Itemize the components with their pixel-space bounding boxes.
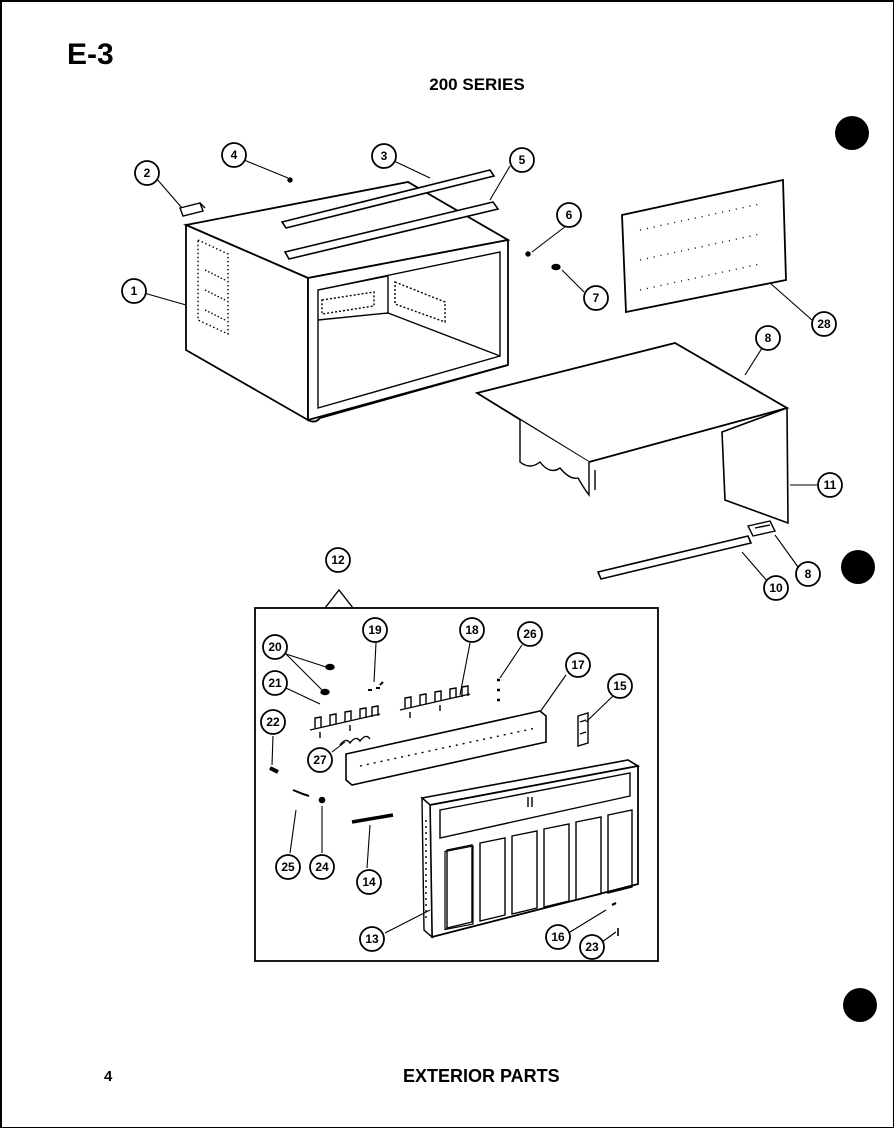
callout-5: 5 [509,147,535,173]
svg-text:15: 15 [613,679,627,693]
cabinet-sleeve [182,181,511,423]
binder-hole-bottom [843,988,877,1022]
pin-part-16 [611,902,617,906]
series-title-text: 200 SERIES [429,75,525,94]
callout-1: 1 [121,278,147,304]
leader-lines [143,159,817,943]
svg-text:20: 20 [268,640,282,654]
callout-10: 10 [763,575,789,601]
side-bracket [577,712,589,747]
callout-25: 25 [275,854,301,880]
callouts: 1 2 3 4 5 6 7 28 8 11 8 10 12 19 18 26 2… [121,142,843,960]
svg-text:14: 14 [362,875,376,889]
callout-22: 22 [260,709,286,735]
screw-part-4 [287,177,293,183]
assembly-bracket [324,588,354,609]
svg-text:22: 22 [266,715,280,729]
callout-4: 4 [221,142,247,168]
screw-part-25 [292,789,310,797]
control-panel-strip [345,710,547,786]
callout-11: 11 [817,472,843,498]
svg-text:4: 4 [231,148,238,162]
svg-text:2: 2 [144,166,151,180]
callout-26: 26 [517,621,543,647]
clip-part-19 [368,681,384,691]
callout-7: 7 [583,285,609,311]
svg-text:17: 17 [571,658,585,672]
page-number: 4 [104,1068,113,1085]
svg-text:3: 3 [381,149,388,163]
front-grille [420,759,641,939]
callout-19: 19 [362,617,388,643]
washer-part-6 [525,251,531,257]
callout-16: 16 [545,924,571,950]
callout-21: 21 [262,670,288,696]
svg-text:21: 21 [268,676,282,690]
svg-text:1: 1 [131,284,138,298]
callout-23: 23 [579,934,605,960]
page-code: E-3 [67,38,114,71]
svg-text:23: 23 [585,940,599,954]
bottom-rail [596,535,753,580]
rod-part-14 [351,813,394,824]
spacer-part-26 [497,678,500,702]
callout-12: 12 [325,547,351,573]
callout-24: 24 [309,854,335,880]
top-rail [280,169,496,229]
svg-text:8: 8 [765,331,772,345]
callout-14: 14 [356,869,382,895]
callout-13: 13 [359,926,385,952]
svg-text:7: 7 [593,291,600,305]
top-channel [283,201,500,260]
svg-text:5: 5 [519,153,526,167]
nut-part-24 [318,796,326,804]
svg-text:28: 28 [817,317,831,331]
side-panel [621,178,787,314]
svg-text:13: 13 [365,932,379,946]
svg-text:16: 16 [551,930,565,944]
svg-text:8: 8 [805,567,812,581]
callout-17: 17 [565,652,591,678]
svg-text:24: 24 [315,860,329,874]
callout-8-bottom: 8 [795,561,821,587]
svg-text:26: 26 [523,627,537,641]
svg-text:11: 11 [824,478,837,492]
callout-8-top: 8 [755,325,781,351]
callout-2: 2 [134,160,160,186]
callout-20: 20 [262,634,288,660]
callout-18: 18 [459,617,485,643]
svg-text:19: 19 [368,623,382,637]
spring-part-27 [339,735,371,746]
callout-6: 6 [556,202,582,228]
knob-part-20a [325,663,335,671]
front-panel-assembly-box [254,607,659,962]
rail-bracket [746,520,777,537]
callout-15: 15 [607,673,633,699]
binder-hole-top [835,116,869,150]
top-cover [474,342,790,525]
series-title: 200 SERIES [0,75,896,95]
footer-title: EXTERIOR PARTS [403,1066,560,1086]
knob-part-20b [320,688,330,696]
svg-text:10: 10 [769,581,783,595]
callout-28: 28 [811,311,837,337]
small-bracket [179,202,206,217]
svg-text:12: 12 [331,553,345,567]
svg-text:6: 6 [566,208,573,222]
spring-part-22 [269,766,279,774]
screw-part-7 [551,263,561,271]
svg-text:27: 27 [313,753,327,767]
switch-bracket-left [309,705,381,738]
switch-bracket-right [399,685,471,718]
callout-27: 27 [307,747,333,773]
svg-text:18: 18 [465,623,479,637]
svg-text:25: 25 [281,860,295,874]
callout-3: 3 [371,143,397,169]
binder-hole-middle [841,550,875,584]
